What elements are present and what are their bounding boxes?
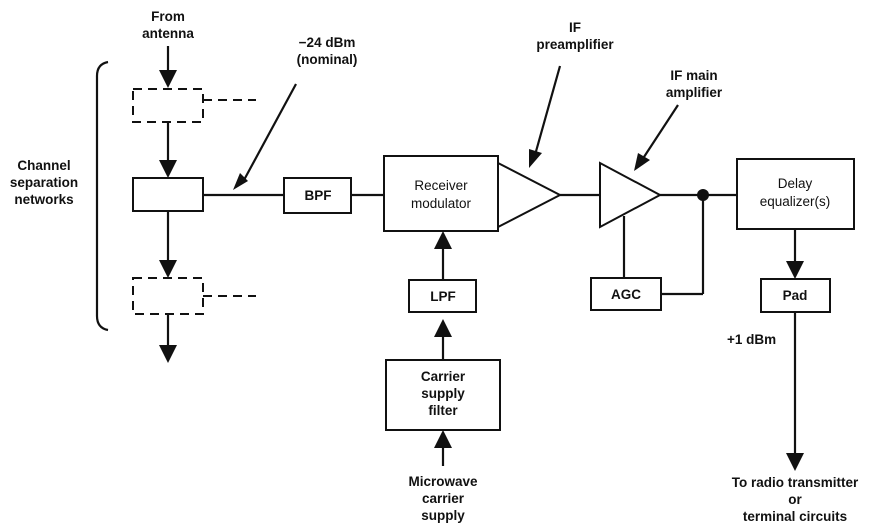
channel-sep-label-3: networks — [14, 192, 73, 207]
pad-box — [760, 278, 831, 313]
if-preamplifier — [497, 161, 563, 229]
output-arrowhead — [786, 453, 804, 471]
agc-label: AGC — [611, 287, 641, 302]
if-pre-label-2: preamplifier — [536, 37, 614, 52]
microwave-label-2: carrier — [422, 491, 465, 506]
level-in-arrowhead — [233, 173, 248, 190]
rxmod-in-arrowhead — [434, 231, 452, 249]
carrier-filter-label-3: filter — [428, 403, 458, 418]
from-antenna-label-2: antenna — [142, 26, 194, 41]
lpf-box — [408, 279, 477, 313]
channel-bracket — [95, 60, 109, 332]
level-in-label-1: −24 dBm — [299, 35, 356, 50]
micro-arrowhead — [434, 430, 452, 448]
if-main-label-1: IF main — [670, 68, 717, 83]
pad-arrowhead — [786, 261, 804, 279]
if-pre-pointer — [533, 65, 562, 156]
level-in-pointer — [243, 83, 297, 181]
sep-arrowhead-3 — [159, 345, 177, 363]
carrier-supply-filter-box — [385, 359, 501, 431]
pad-label: Pad — [783, 288, 808, 303]
if-main-arrowhead — [634, 153, 650, 171]
antenna-arrowhead — [159, 70, 177, 88]
receiver-mod-label-2: modulator — [411, 196, 472, 211]
level-in-label-2: (nominal) — [297, 52, 358, 67]
to-radio-label-3: terminal circuits — [743, 509, 847, 524]
upper-dashed-network — [132, 88, 204, 123]
if-main-label-2: amplifier — [666, 85, 723, 100]
channel-separation-box — [132, 177, 204, 212]
delay-equalizer-box — [736, 158, 855, 230]
carrier-filter-label-1: Carrier — [421, 369, 466, 384]
to-radio-label-1: To radio transmitter — [732, 475, 859, 490]
microwave-label-1: Microwave — [408, 474, 478, 489]
sep-arrowhead-1 — [159, 160, 177, 178]
bpf-label: BPF — [305, 188, 332, 203]
sep-arrowhead-2 — [159, 260, 177, 278]
carrier-filter-label-2: supply — [421, 386, 465, 401]
delay-eq-label-1: Delay — [778, 176, 813, 191]
to-radio-label-2: or — [788, 492, 802, 507]
from-antenna-label-1: From — [151, 9, 185, 24]
receiver-mod-label-1: Receiver — [414, 178, 468, 193]
lpf-in-arrowhead — [434, 319, 452, 337]
lpf-label: LPF — [430, 289, 456, 304]
if-pre-arrowhead — [529, 149, 542, 168]
channel-sep-label-2: separation — [10, 175, 78, 190]
microwave-label-3: supply — [421, 508, 465, 523]
channel-sep-label-1: Channel — [17, 158, 70, 173]
lower-dashed-network — [132, 277, 204, 315]
if-main-amplifier — [599, 161, 663, 229]
if-main-pointer — [641, 104, 679, 161]
agc-box — [590, 277, 662, 311]
level-out-label: +1 dBm — [727, 332, 776, 347]
receiver-modulator-box — [383, 155, 499, 232]
delay-eq-label-2: equalizer(s) — [760, 194, 831, 209]
if-pre-label-1: IF — [569, 20, 581, 35]
